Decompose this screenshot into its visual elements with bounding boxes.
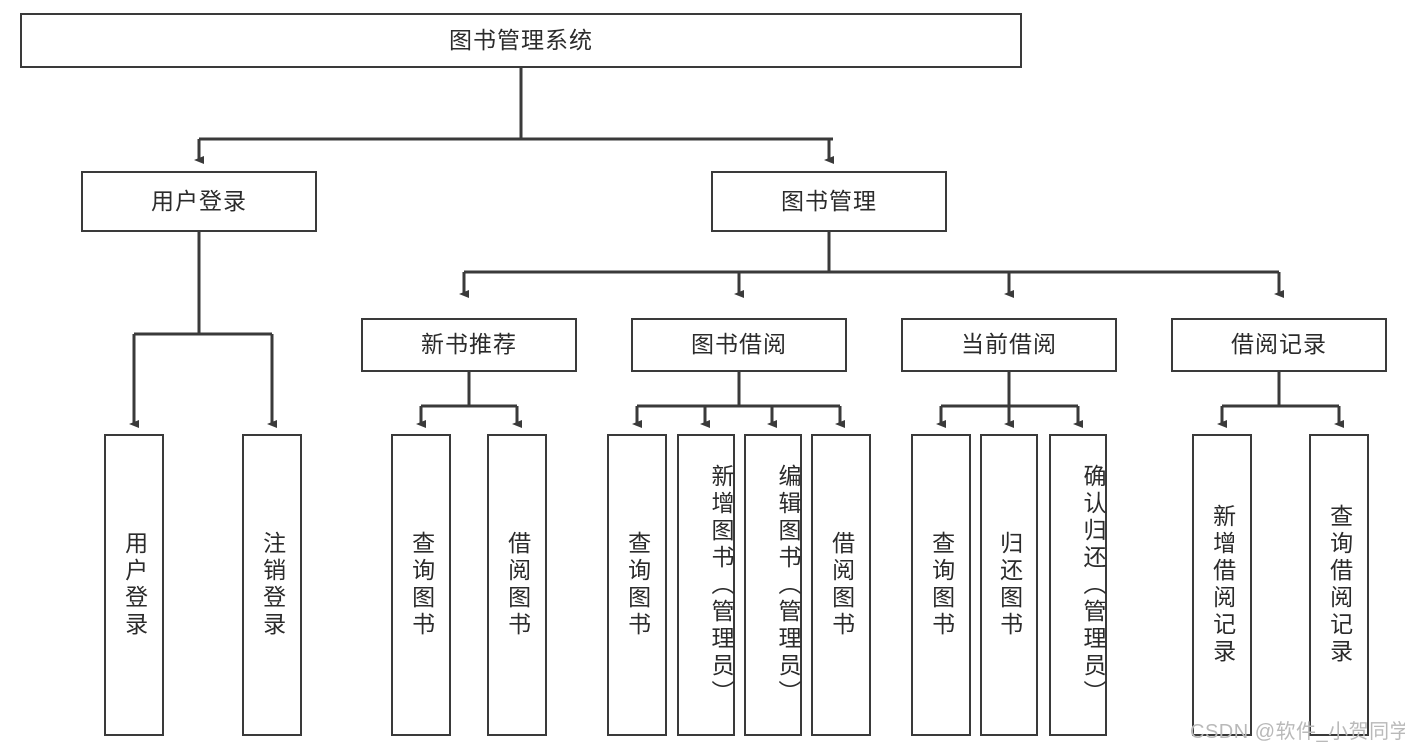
node-label: 新书推荐 <box>421 331 517 358</box>
node-book-management[interactable]: 图书管理 <box>711 171 947 232</box>
node-label: 图书管理系统 <box>449 26 593 53</box>
node-label: 用户登录 <box>121 531 148 639</box>
node-leaf-borrow-book[interactable]: 借阅图书 <box>811 434 871 736</box>
node-leaf-logout[interactable]: 注销登录 <box>242 434 302 736</box>
node-leaf-borrow-book-recommend[interactable]: 借阅图书 <box>487 434 547 736</box>
node-borrow-record[interactable]: 借阅记录 <box>1171 318 1387 372</box>
node-label: 当前借阅 <box>961 331 1057 358</box>
node-leaf-query-book-recommend[interactable]: 查询图书 <box>391 434 451 736</box>
node-leaf-add-book-admin[interactable]: 新增图书（管理员） <box>677 434 735 736</box>
node-leaf-edit-book-admin[interactable]: 编辑图书（管理员） <box>744 434 802 736</box>
node-leaf-return-book[interactable]: 归还图书 <box>980 434 1038 736</box>
node-label: 图书借阅 <box>691 331 787 358</box>
node-label: 查询图书 <box>624 531 651 639</box>
node-book-management-system[interactable]: 图书管理系统 <box>20 13 1022 68</box>
node-book-borrow[interactable]: 图书借阅 <box>631 318 847 372</box>
node-current-borrow[interactable]: 当前借阅 <box>901 318 1117 372</box>
node-label: 归还图书 <box>996 531 1023 639</box>
node-label: 查询图书 <box>928 531 955 639</box>
node-label: 用户登录 <box>151 187 247 214</box>
node-label: 借阅记录 <box>1231 331 1327 358</box>
node-leaf-query-book-borrow[interactable]: 查询图书 <box>607 434 667 736</box>
node-label: 注销登录 <box>259 531 286 639</box>
node-label: 图书管理 <box>781 187 877 214</box>
node-label: 借阅图书 <box>504 531 531 639</box>
node-label: 新增借阅记录 <box>1209 504 1236 666</box>
node-leaf-query-book-current[interactable]: 查询图书 <box>911 434 971 736</box>
node-new-book-recommend[interactable]: 新书推荐 <box>361 318 577 372</box>
node-label: 查询借阅记录 <box>1326 504 1353 666</box>
node-label: 编辑图书（管理员） <box>775 463 801 707</box>
node-leaf-user-login[interactable]: 用户登录 <box>104 434 164 736</box>
node-label: 确认归还（管理员） <box>1080 463 1106 707</box>
node-user-login[interactable]: 用户登录 <box>81 171 317 232</box>
node-label: 查询图书 <box>408 531 435 639</box>
watermark-label: CSDN @软件_小贺同学 <box>1190 721 1405 743</box>
node-leaf-add-borrow-record[interactable]: 新增借阅记录 <box>1192 434 1252 736</box>
node-label: 新增图书（管理员） <box>708 463 734 707</box>
node-leaf-query-borrow-record[interactable]: 查询借阅记录 <box>1309 434 1369 736</box>
node-label: 借阅图书 <box>828 531 855 639</box>
node-leaf-confirm-return-admin[interactable]: 确认归还（管理员） <box>1049 434 1107 736</box>
